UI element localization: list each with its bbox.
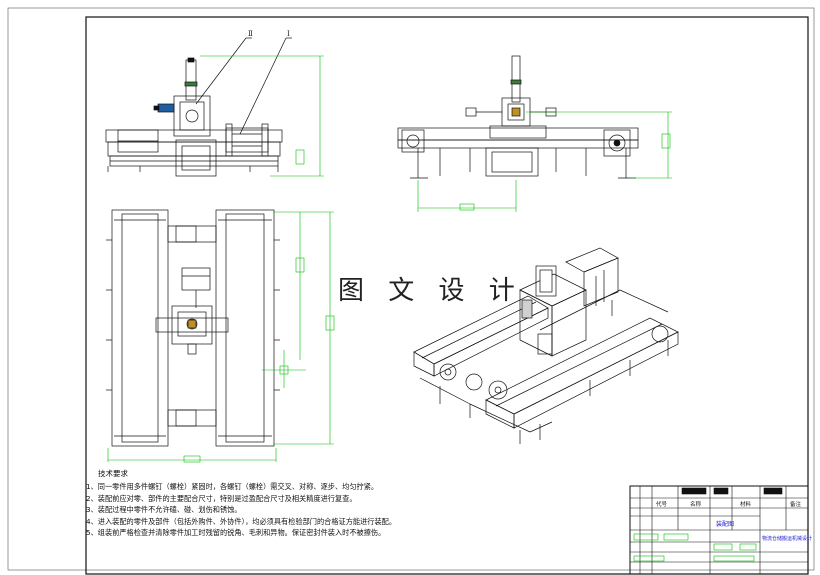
top-view-dimensions bbox=[107, 211, 335, 463]
inner-frame bbox=[85, 16, 809, 575]
leader-label-2: Ⅱ bbox=[248, 30, 253, 38]
note-item-5: 5、组装前严格检查并清除零件加工时残留的锐角、毛刺和异物。保证密封件装入时不被擦… bbox=[86, 528, 386, 538]
front-view bbox=[105, 37, 292, 177]
isometric-view bbox=[413, 247, 679, 444]
front-view-dimensions bbox=[200, 55, 324, 177]
tb-label-code: 代号 bbox=[656, 500, 668, 508]
tb-title: 物流仓储搬运机械设计 bbox=[762, 535, 812, 542]
technical-requirements: 技术要求 1、同一零件用多件螺钉（螺栓）紧固时，各螺钉（螺栓）需交叉、对称、逐步… bbox=[86, 468, 526, 538]
tb-label-name: 名称 bbox=[690, 500, 702, 508]
notes-title: 技术要求 bbox=[98, 469, 128, 478]
outer-border bbox=[7, 7, 815, 571]
title-block-green bbox=[633, 533, 757, 562]
note-item-1: 1、同一零件用多件螺钉（螺栓）紧固时，各螺钉（螺栓）需交叉、对称、逐步、均匀拧紧… bbox=[86, 482, 379, 492]
title-block bbox=[629, 485, 809, 575]
leader-label-1: Ⅰ bbox=[287, 30, 290, 38]
tb-label-remark: 备注 bbox=[790, 500, 802, 508]
watermark-text: 图 文 设 计 bbox=[338, 276, 523, 306]
side-view bbox=[397, 55, 639, 179]
side-view-dimensions bbox=[417, 111, 672, 212]
tb-drawing-name: 装配图 bbox=[716, 520, 734, 528]
note-item-3: 3、装配过程中零件不允许磕、碰、划伤和锈蚀。 bbox=[86, 505, 242, 515]
tb-label-material: 材料 bbox=[740, 500, 752, 508]
note-item-2: 2、装配前应对零、部件的主要配合尺寸，特别是过盈配合尺寸及相关精度进行复查。 bbox=[86, 493, 357, 503]
note-item-4: 4、进入装配的零件及部件（包括外购件、外协件），均必须具有检验部门的合格证方能进… bbox=[86, 516, 397, 526]
top-view bbox=[106, 209, 280, 447]
